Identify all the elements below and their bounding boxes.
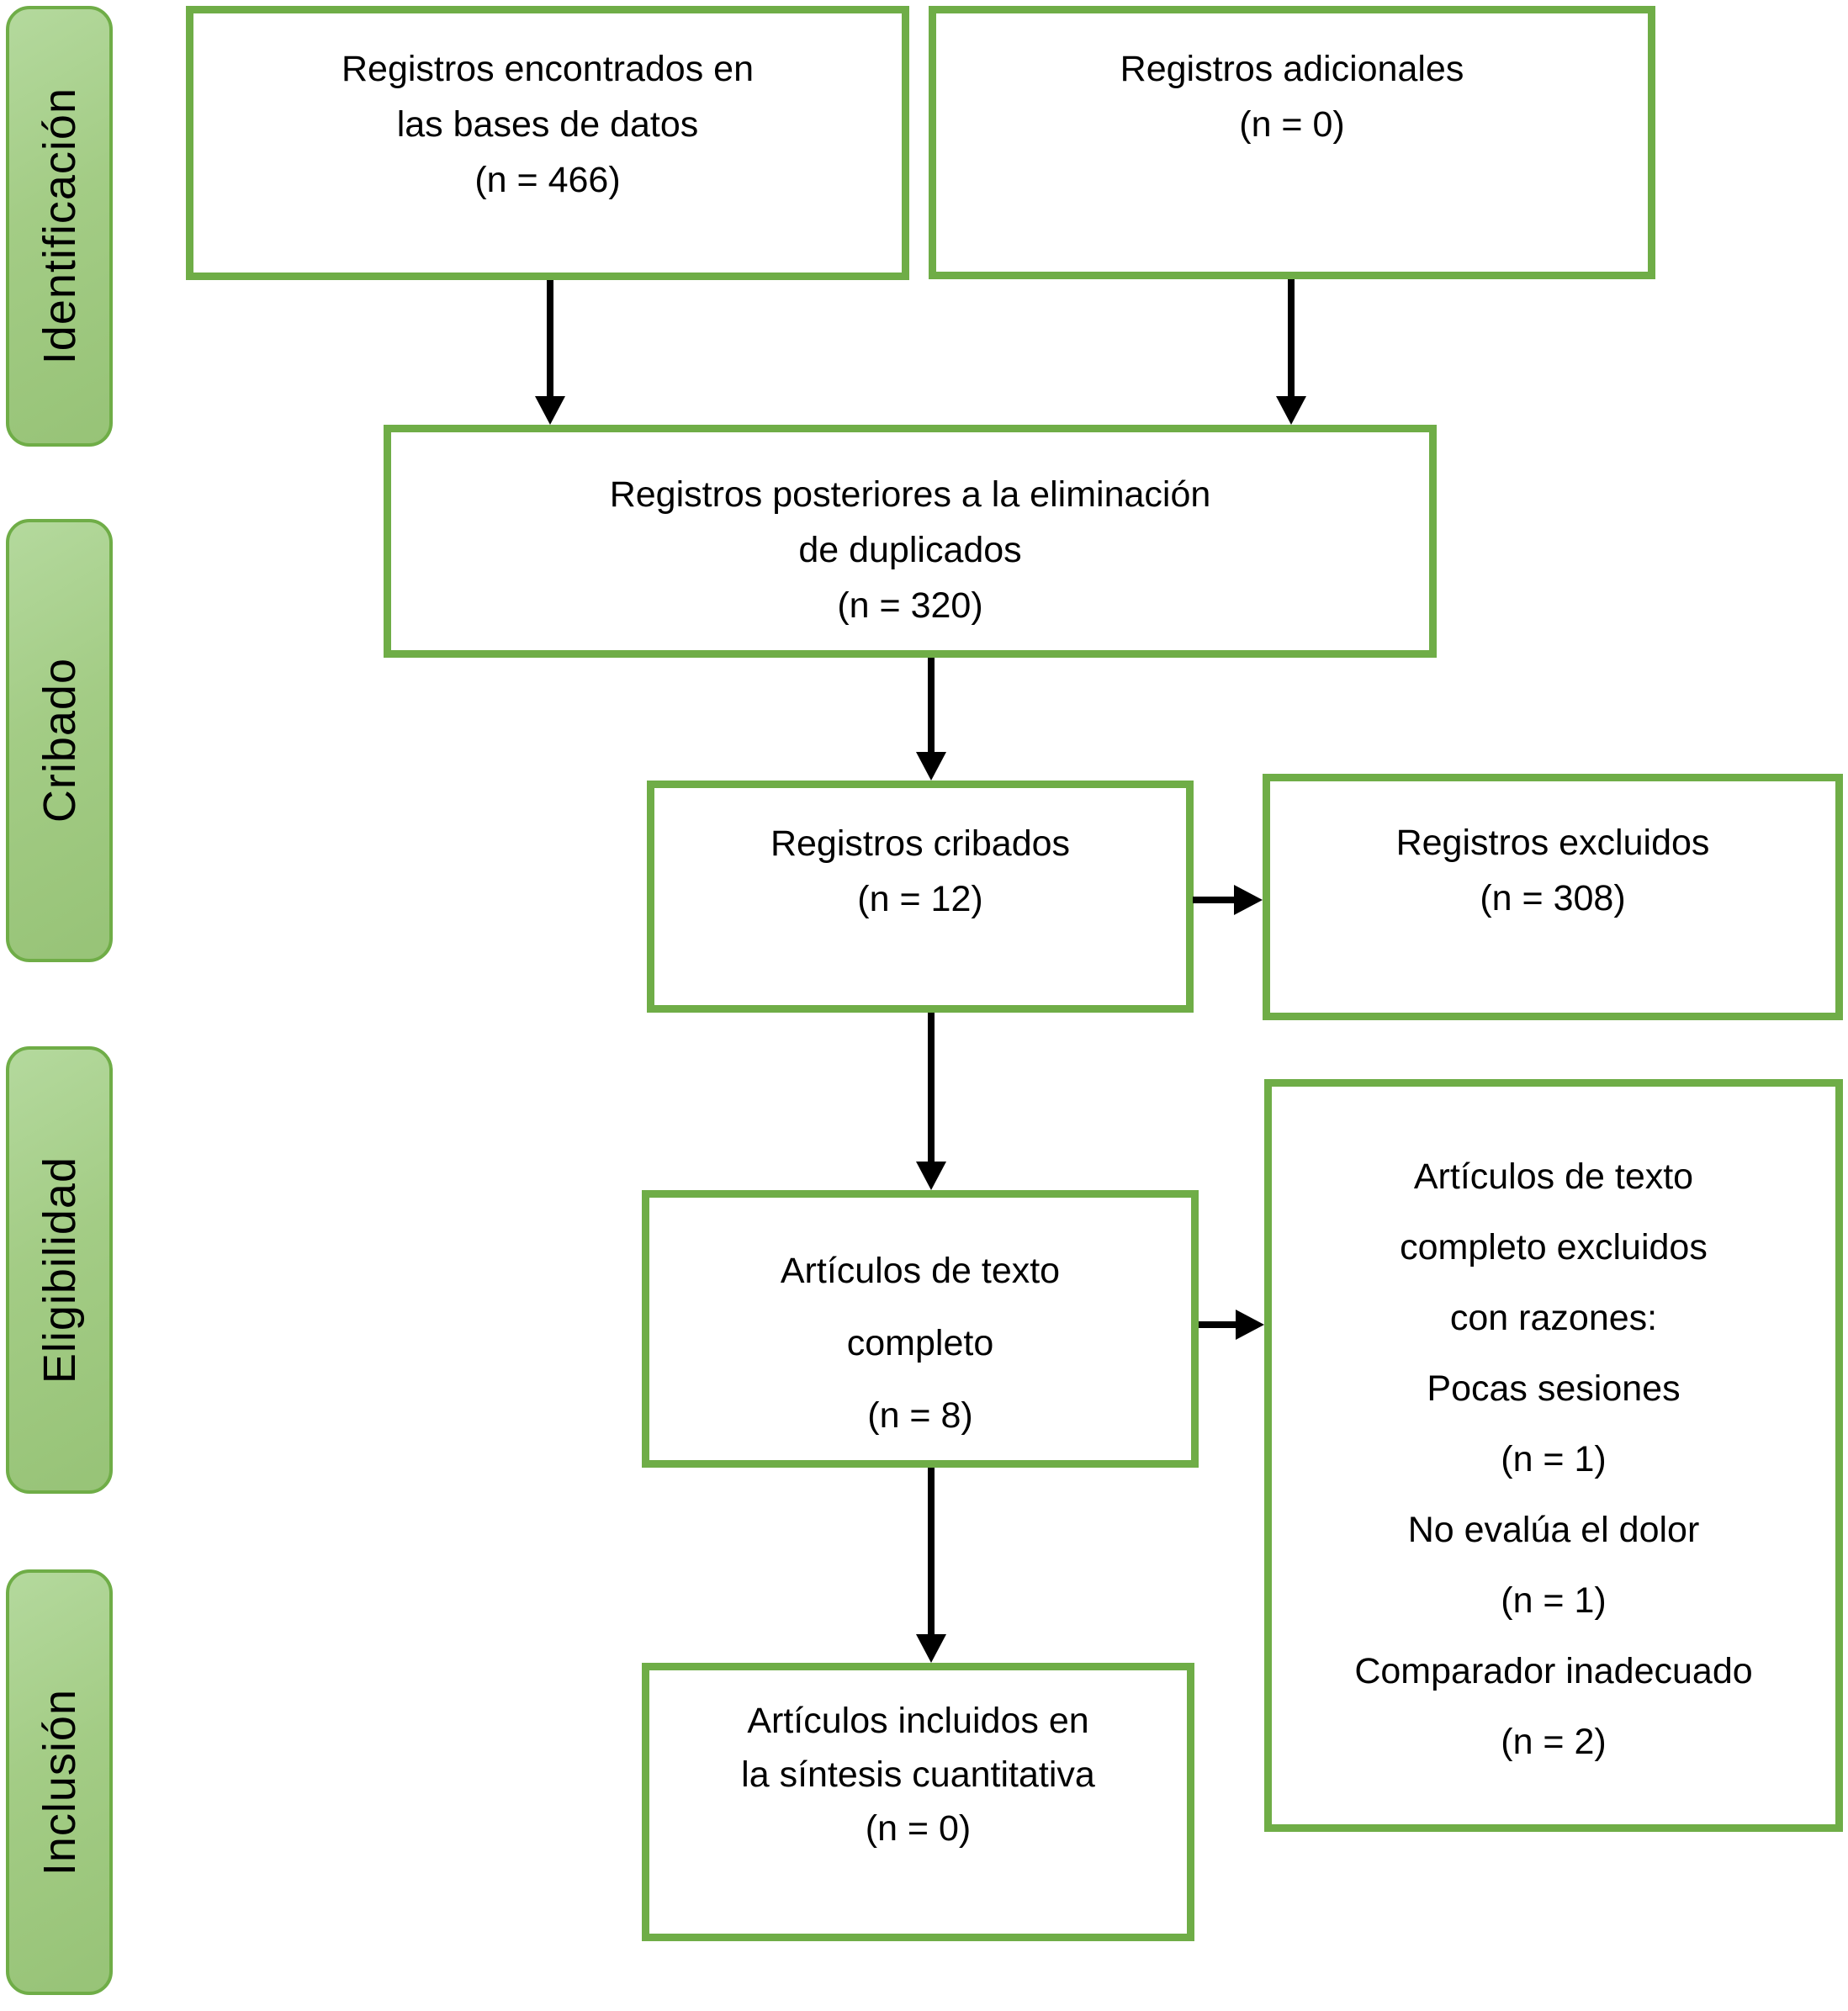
arrow-stem [1199,1321,1239,1328]
box-line: completo [846,1323,994,1363]
arrow-down-icon [916,752,946,781]
box-line: Artículos de texto [780,1251,1061,1291]
arrow-down-icon [1276,396,1306,425]
box-line: Artículos incluidos en [747,1701,1089,1741]
arrow-stem [928,1013,935,1165]
box-count: (n = 1) [1501,1580,1607,1621]
box-line: de duplicados [798,530,1022,570]
box-fulltext-articles: Artículos de texto completo (n = 8) [642,1190,1199,1468]
arrow-down-icon [916,1162,946,1190]
box-count: (n = 2) [1501,1722,1607,1762]
box-line: Registros posteriores a la eliminación [609,474,1211,515]
box-line: Registros encontrados en [341,49,754,89]
arrow-stem [928,1468,935,1638]
arrow-down-icon [916,1634,946,1663]
box-count: (n = 466) [474,160,621,200]
box-additional-records: Registros adicionales (n = 0) [929,6,1655,279]
arrow-right-icon [1236,1310,1264,1340]
box-line: Comparador inadecuado [1354,1651,1753,1691]
box-line: completo excluidos [1400,1227,1708,1267]
box-count: (n = 0) [1239,104,1345,145]
stage-eligibilidad: Eligibilidad [6,1046,113,1494]
arrow-additional-to-dedup [1276,279,1306,425]
box-line: Registros cribados [770,823,1071,864]
box-count: (n = 0) [865,1808,972,1849]
box-after-duplicates: Registros posteriores a la eliminación d… [384,425,1437,658]
arrow-screened-to-excluded [1193,885,1263,915]
box-records-found: Registros encontrados en las bases de da… [186,6,909,280]
arrow-stem [1193,897,1237,903]
box-included-articles: Artículos incluidos en la síntesis cuant… [642,1663,1194,1941]
box-count: (n = 308) [1480,878,1626,918]
arrow-right-icon [1234,885,1263,915]
arrow-down-icon [535,396,565,425]
box-line: con razones: [1449,1298,1658,1338]
arrow-stem [1288,279,1295,400]
box-line: Pocas sesiones [1427,1368,1681,1409]
arrow-screened-to-fulltext [916,1013,946,1190]
box-line: las bases de datos [396,104,699,145]
stage-identificacion: Identificación [6,6,113,447]
box-records-excluded: Registros excluidos (n = 308) [1263,774,1843,1020]
box-fulltext-excluded: Artículos de texto completo excluidos co… [1264,1079,1843,1832]
arrow-stem [928,658,935,755]
stage-label: Eligibilidad [34,1156,85,1384]
box-count: (n = 1) [1501,1439,1607,1479]
box-line: Artículos de texto [1413,1156,1694,1197]
box-line: Registros excluidos [1395,823,1710,863]
stage-cribado: Cribado [6,519,113,962]
arrow-found-to-dedup [535,280,565,425]
box-count: (n = 320) [837,585,983,626]
box-line: No evalúa el dolor [1407,1510,1700,1550]
stage-label: Cribado [34,658,85,823]
box-line: Registros adicionales [1120,49,1464,89]
box-count: (n = 12) [857,879,983,919]
stage-label: Identificación [34,87,85,365]
arrow-fulltext-to-included [916,1468,946,1663]
arrow-dedup-to-screened [916,658,946,781]
stage-label: Inclusión [34,1688,85,1876]
arrow-stem [547,280,553,400]
stage-inclusion: Inclusión [6,1569,113,1995]
arrow-fulltext-to-excluded [1199,1310,1264,1340]
box-count: (n = 8) [867,1395,973,1436]
box-records-screened: Registros cribados (n = 12) [647,781,1194,1013]
box-line: la síntesis cuantitativa [741,1754,1095,1795]
